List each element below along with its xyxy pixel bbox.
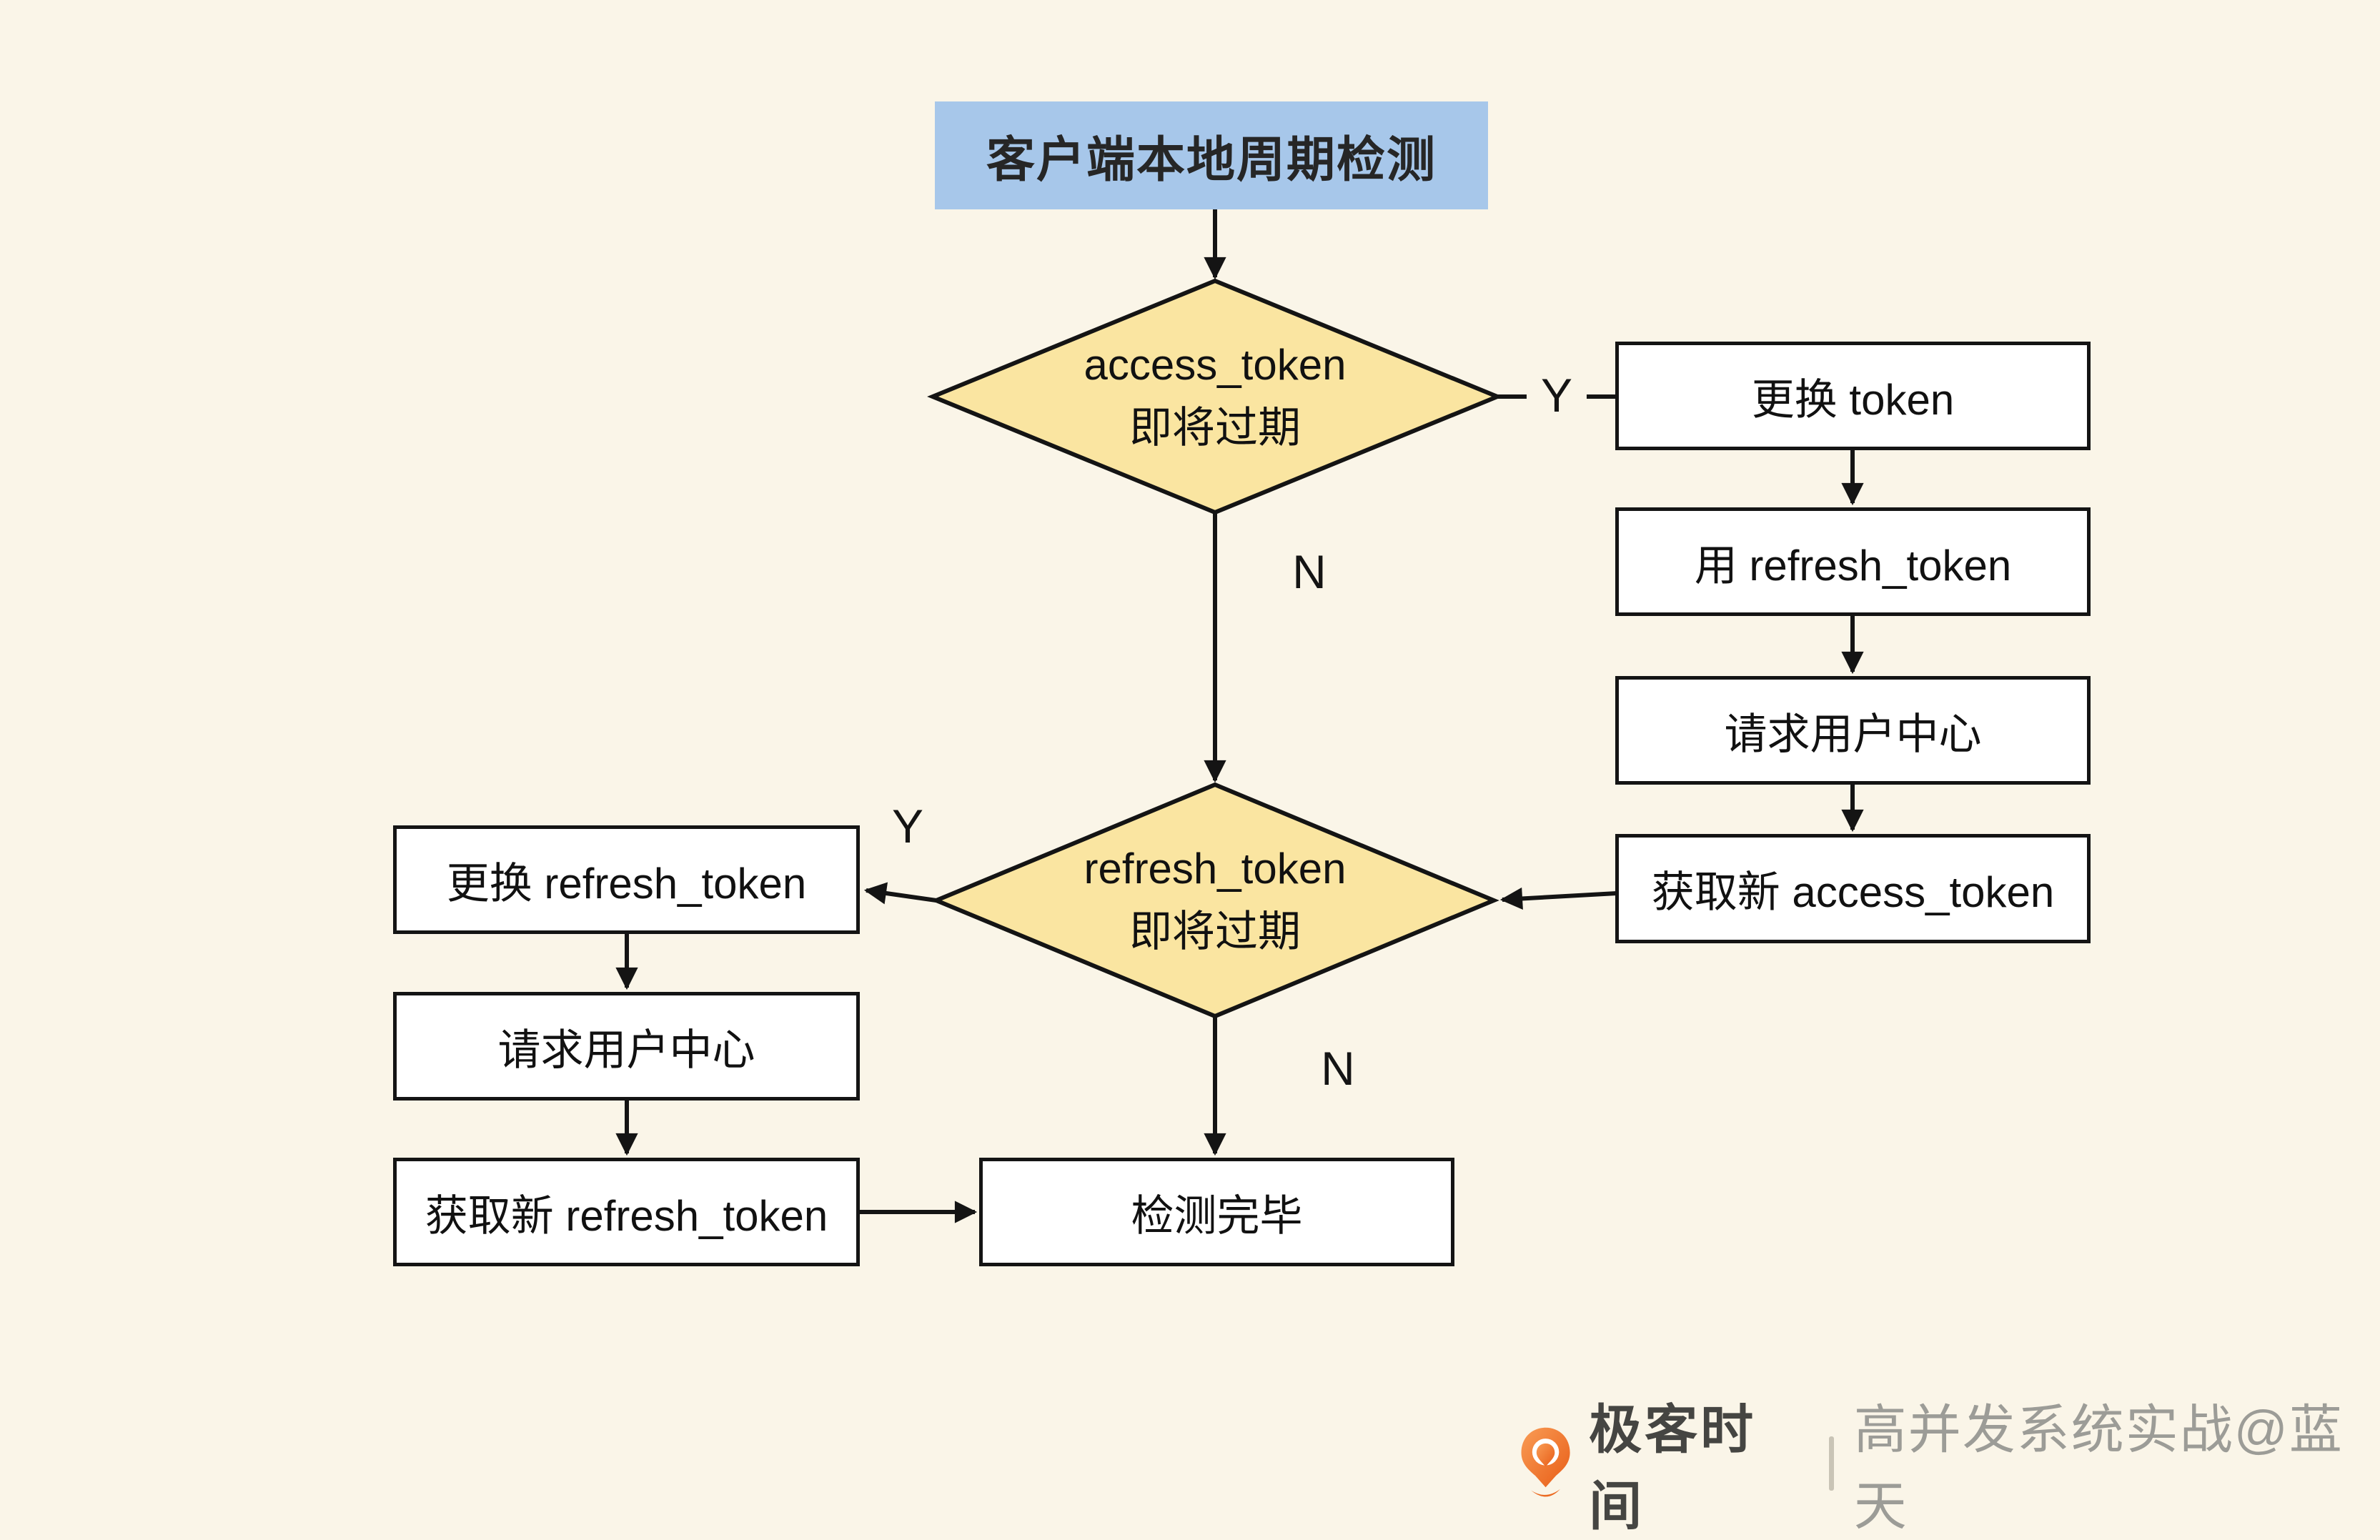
- label-no-decision2: N: [1321, 1042, 1355, 1095]
- decision-refresh-token-line1: refresh_token: [1084, 845, 1347, 893]
- step-replace-token: 更换 token: [1615, 342, 2091, 450]
- label-yes-decision2: Y: [891, 800, 924, 853]
- decision-refresh-token: refresh_token 即将过期: [965, 829, 1465, 972]
- decision-access-token-line1: access_token: [1084, 341, 1347, 389]
- step-request-user-center-left: 请求用户中心: [393, 992, 860, 1101]
- decision-refresh-token-line2: 即将过期: [1129, 908, 1301, 955]
- step-get-new-refresh-token: 获取新 refresh_token: [393, 1158, 860, 1266]
- footer-watermark: 极客时间 高并发系统实战@蓝天: [1515, 1400, 2380, 1536]
- label-yes-decision1: Y: [1526, 368, 1587, 422]
- decision-access-token: access_token 即将过期: [965, 325, 1465, 468]
- step-request-user-center-right: 请求用户中心: [1615, 676, 2091, 785]
- label-no-decision1: N: [1292, 545, 1327, 598]
- geektime-logo-icon: [1521, 1427, 1570, 1497]
- connector-r4-to-decision2: [1499, 887, 1617, 910]
- decision-access-token-line2: 即将过期: [1129, 404, 1301, 452]
- step-get-new-access-token: 获取新 access_token: [1615, 834, 2091, 943]
- brand-name: 极客时间: [1589, 1400, 1757, 1536]
- decision-access-token-shape: [927, 278, 1503, 515]
- step-use-refresh-token: 用 refresh_token: [1615, 507, 2091, 616]
- credit-text: 高并发系统实战@蓝天: [1853, 1400, 2344, 1536]
- connector-decision2-yes: [863, 882, 937, 905]
- start-node: 客户端本地周期检测: [935, 101, 1488, 209]
- step-replace-refresh-token: 更换 refresh_token: [393, 825, 860, 934]
- decision-refresh-token-shape: [931, 782, 1499, 1019]
- end-node: 检测完毕: [979, 1158, 1454, 1266]
- footer-divider: [1828, 1436, 1834, 1491]
